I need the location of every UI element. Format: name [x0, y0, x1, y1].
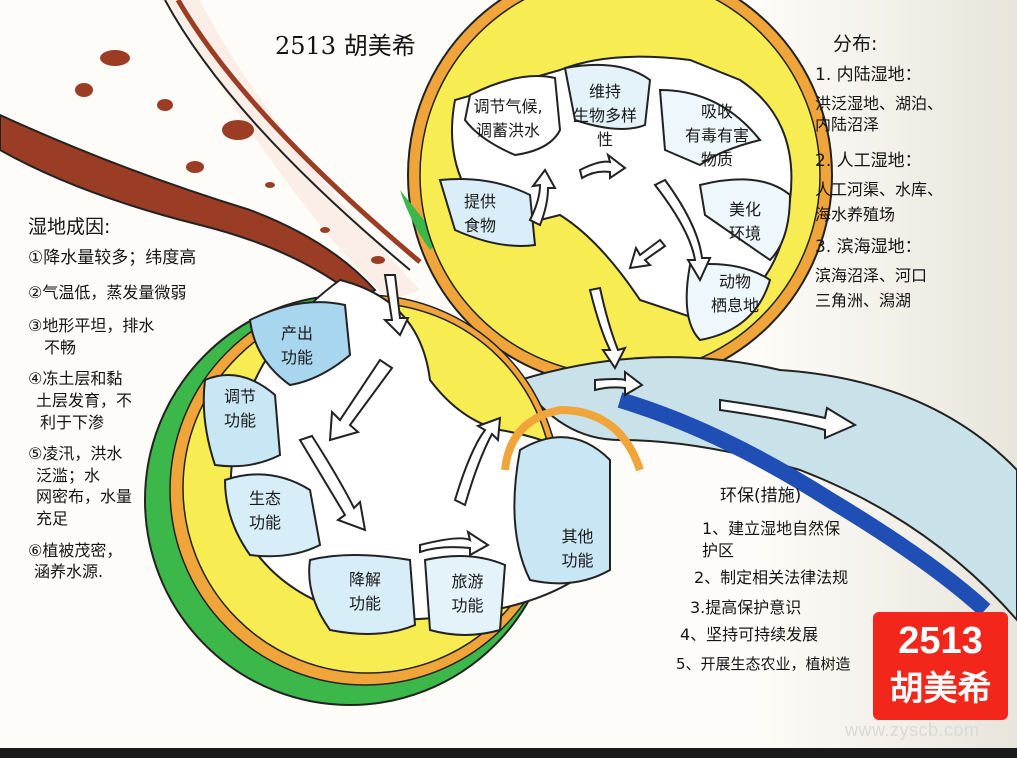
- formation-causes-heading: 湿地成因:: [28, 216, 111, 238]
- label-line: 功能: [561, 551, 594, 570]
- cause-line: ⑤凌汛，洪水: [28, 444, 123, 464]
- cause-line: 泛滥；水: [36, 465, 101, 485]
- label-line: 生物多样: [572, 106, 637, 125]
- function-biodiversity: 维持 生物多样 性: [565, 80, 645, 152]
- distribution-line: 海水养殖场: [815, 205, 896, 225]
- label-line: 性: [596, 130, 613, 149]
- label-line: 栖息地: [710, 296, 759, 315]
- badge-name: 胡美希: [889, 670, 992, 708]
- measure-line: 护区: [702, 540, 735, 560]
- distribution-line: 内陆沼泽: [815, 115, 880, 135]
- label-line: 调蓄洪水: [475, 121, 540, 140]
- cause-line: ②气温低，蒸发量微弱: [28, 282, 187, 302]
- formation-causes-panel: 湿地成因: ①降水量较多；纬度高 ②气温低，蒸发量微弱 ③地形平坦，排水 不畅 …: [28, 215, 196, 583]
- label-line: 食物: [463, 216, 496, 235]
- distribution-heading: 分布:: [833, 33, 878, 55]
- function-climate-regulation: 调节气候, 调蓄洪水: [458, 95, 558, 143]
- label-line: 旅游: [451, 572, 484, 591]
- label-line: 吸收: [700, 102, 733, 121]
- badge-number: 2513: [898, 620, 983, 662]
- cause-line: ①降水量较多；纬度高: [28, 247, 197, 268]
- watermark: www.zyscb.com: [845, 720, 980, 740]
- distribution-line: 人工河渠、水库、: [815, 179, 944, 199]
- function-production: 产出 功能: [262, 322, 332, 370]
- cause-line: 利于下渗: [40, 412, 105, 432]
- cause-line: 不畅: [44, 337, 77, 357]
- distribution-line: 3. 滨海湿地：: [815, 236, 922, 257]
- label-line: 维持: [588, 82, 621, 101]
- measure-line: 2、制定相关法律法规: [694, 568, 849, 588]
- label-line: 其他: [561, 527, 594, 546]
- label-line: 有毒有害: [684, 126, 749, 145]
- label-line: 功能: [280, 348, 313, 367]
- function-degradation: 降解 功能: [330, 568, 400, 616]
- cause-line: ⑥植被茂密，: [28, 540, 123, 560]
- page-title: 2513 胡美希: [275, 32, 416, 60]
- distribution-line: 三角洲、潟湖: [815, 291, 912, 311]
- measure-line: 1、建立湿地自然保: [702, 518, 841, 538]
- measure-line: 3.提高保护意识: [690, 597, 802, 617]
- author-badge: 2513 胡美希: [873, 612, 1008, 720]
- cause-line: ④冻土层和黏: [28, 369, 123, 389]
- label-line: 功能: [223, 411, 256, 430]
- cause-line: 土层发育，不: [36, 390, 133, 410]
- protection-measures-panel: 环保(措施) 1、建立湿地自然保 护区 2、制定相关法律法规 3.提高保护意识 …: [676, 485, 855, 674]
- distribution-panel: 分布: 1. 内陆湿地： 洪泛湿地、湖泊、 内陆沼泽 2. 人工湿地： 人工河渠…: [815, 32, 943, 312]
- function-animal-habitat: 动物 栖息地: [700, 270, 770, 318]
- measure-line: 5、开展生态农业，植树造: [676, 654, 851, 673]
- distribution-line: 洪泛湿地、湖泊、: [815, 93, 944, 113]
- label-line: 提供: [463, 192, 496, 211]
- function-other: 其他 功能: [545, 525, 610, 573]
- label-line: 产出: [280, 324, 313, 343]
- function-absorb-toxins: 吸收 有毒有害 物质: [672, 100, 762, 172]
- label-line: 调节气候,: [473, 97, 543, 116]
- label-line: 动物: [718, 272, 751, 291]
- label-line: 环境: [728, 224, 761, 243]
- cause-line: 充足: [36, 508, 69, 528]
- measure-line: 4、坚持可持续发展: [680, 625, 819, 645]
- label-line: 生态: [248, 489, 281, 508]
- label-line: 物质: [700, 150, 733, 169]
- label-line: 美化: [728, 200, 761, 219]
- distribution-line: 2. 人工湿地：: [815, 150, 922, 171]
- function-regulation: 调节 功能: [210, 385, 270, 433]
- label-line: 功能: [348, 594, 381, 613]
- label-line: 降解: [348, 570, 381, 589]
- function-beautify-environment: 美化 环境: [715, 198, 775, 246]
- function-provide-food: 提供 食物: [450, 190, 510, 238]
- measures-heading: 环保(措施): [720, 486, 802, 506]
- cause-line: ③地形平坦，排水: [28, 316, 155, 336]
- distribution-line: 1. 内陆湿地：: [815, 64, 922, 85]
- label-line: 功能: [248, 513, 281, 532]
- distribution-line: 滨海沼泽、河口: [815, 265, 928, 285]
- label-line: 调节: [223, 387, 256, 406]
- cause-line: 网密布，水量: [36, 487, 133, 507]
- cause-line: 涵养水源.: [34, 562, 104, 582]
- function-tourism: 旅游 功能: [435, 570, 500, 618]
- function-ecological: 生态 功能: [235, 487, 295, 535]
- label-line: 功能: [451, 596, 484, 615]
